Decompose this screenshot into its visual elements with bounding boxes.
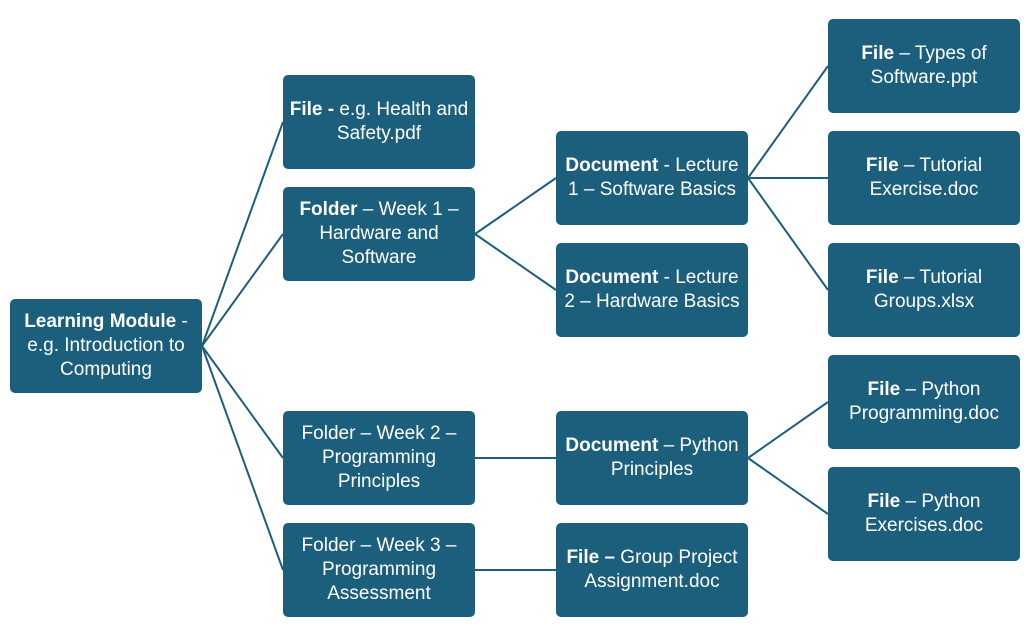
node-bold: File — [865, 155, 899, 176]
node-bold: Document — [565, 435, 659, 456]
node-bold: Learning Module — [24, 311, 177, 332]
node-text: Folder – Week 3 – Programming Assessment — [301, 535, 457, 604]
node-text: Folder – Week 2 – Programming Principles — [301, 423, 457, 492]
node-text: – Tutorial Groups.xlsx — [873, 267, 983, 312]
node-text: – Python Exercises.doc — [864, 491, 984, 536]
node-file-tutorial-groups: File – Tutorial Groups.xlsx — [828, 243, 1020, 337]
node-bold: Document — [565, 155, 659, 176]
node-file-python-programming: File – Python Programming.doc — [828, 355, 1020, 449]
node-text: – Week 1 – Hardware and Software — [319, 199, 459, 268]
node-bold: File - — [289, 99, 335, 120]
node-document-python-principles: Document – Python Principles — [556, 411, 748, 505]
node-bold: File — [861, 43, 895, 64]
node-folder-week3: Folder – Week 3 – Programming Assessment — [283, 523, 475, 617]
node-text: – Types of Software.ppt — [870, 43, 987, 88]
connector-l1-file-tut-groups — [747, 177, 829, 291]
connector-root-folder-w2 — [201, 345, 284, 459]
node-folder-week1: Folder – Week 1 – Hardware and Software — [283, 187, 475, 281]
node-text: – Tutorial Exercise.doc — [869, 155, 983, 200]
node-document-lecture1: Document - Lecture 1 – Software Basics — [556, 131, 748, 225]
connector-root-file-hs — [201, 121, 284, 347]
node-file-python-exercises: File – Python Exercises.doc — [828, 467, 1020, 561]
connector-py-file-py-prog — [747, 401, 829, 459]
node-text: e.g. Health and Safety.pdf — [334, 99, 469, 144]
node-text: – Python Programming.doc — [849, 379, 999, 424]
node-bold: File — [867, 379, 901, 400]
node-bold: Folder — [299, 199, 358, 220]
node-learning-module: Learning Module - e.g. Introduction to C… — [10, 299, 202, 393]
node-bold: File — [867, 491, 901, 512]
node-folder-week2: Folder – Week 2 – Programming Principles — [283, 411, 475, 505]
node-text: - e.g. Introduction to Computing — [27, 311, 188, 380]
node-file-health-safety: File - e.g. Health and Safety.pdf — [283, 75, 475, 169]
connector-l1-file-types — [747, 65, 829, 179]
node-text: – Python Principles — [610, 435, 739, 480]
node-text: - Lecture 2 – Hardware Basics — [564, 267, 740, 312]
connector-root-folder-w1 — [201, 233, 284, 347]
node-file-types-of-software: File – Types of Software.ppt — [828, 19, 1020, 113]
node-text: - Lecture 1 – Software Basics — [568, 155, 739, 200]
connector-py-file-py-ex — [747, 457, 829, 515]
node-document-lecture2: Document - Lecture 2 – Hardware Basics — [556, 243, 748, 337]
node-text: Group Project Assignment.doc — [584, 547, 738, 592]
node-bold: Document — [565, 267, 659, 288]
node-bold: File – — [566, 547, 616, 568]
node-file-group-project: File – Group Project Assignment.doc — [556, 523, 748, 617]
connector-w1-doc-l2 — [474, 233, 557, 291]
node-file-tutorial-exercise: File – Tutorial Exercise.doc — [828, 131, 1020, 225]
connector-w1-doc-l1 — [474, 177, 557, 235]
connector-root-folder-w3 — [201, 345, 284, 571]
node-bold: File — [865, 267, 899, 288]
